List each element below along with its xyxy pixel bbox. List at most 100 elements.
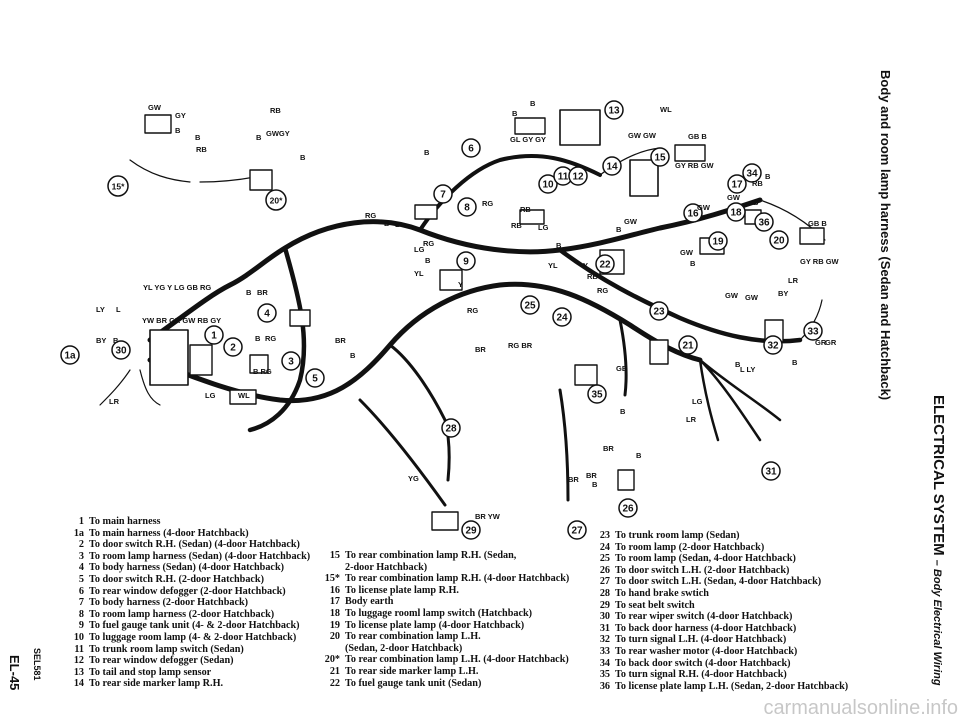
legend-item-text: To door switch L.H. (Sedan, 4-door Hatch… [615,576,822,588]
callout-number: 22 [599,260,611,271]
wire-color-label: GB [616,364,628,373]
legend-item-text: To license plate lamp L.H. (Sedan, 2-doo… [615,680,849,692]
callout-20-star: 20* [265,189,287,211]
callout-number: 2 [230,343,236,354]
legend-item-number: 3 [78,550,84,562]
wire-color-label: RG BR [508,341,533,350]
wire-color-label: B [735,360,741,369]
legend-item-text: To license plate lamp R.H. [345,584,459,596]
wire-color-label: GW GW [628,131,657,140]
callout-number: 6 [468,144,474,155]
callout-circle [461,138,481,158]
callout-13: 13 [604,100,624,120]
callout-number: 5 [312,374,318,385]
legend-item: 14 To rear side marker lamp R.H. [62,678,310,690]
wire-color-label: RG [423,239,434,248]
callout-circle [457,197,477,217]
callout-19: 19 [708,231,728,251]
callout-29: 29 [461,520,481,540]
legend-item-text: To trunk room lamp (Sedan) [615,530,740,541]
lower-harness-loop [147,281,703,404]
wire-color-label: BY [96,336,106,345]
wire-color-label: YL [414,269,424,278]
wire-color-label: RG [265,334,276,343]
wire-color-label: GW [624,217,638,226]
wire-color-label: B [256,133,262,142]
wire-color-label: B [350,351,356,360]
wire-color-label: B [636,451,642,460]
legend-item-number: 1a [73,527,84,539]
legend-item-number: 14 [73,678,84,690]
legend-item-text: Body earth [345,596,394,608]
callout-circle [552,307,572,327]
wire-color-label: RB [511,221,522,230]
wire-color-label: B [512,109,518,118]
wire-color-label: LG [205,391,216,400]
wire-color-label: B [255,334,261,343]
legend-item-number: 26 [599,564,610,576]
legend-item-number: 2 [78,539,84,551]
callout-circle [604,100,624,120]
legend-item-number: 6 [78,585,84,597]
wire-color-label: RB [587,272,598,281]
wire-color-label: BR [568,475,579,484]
callout-circle [803,321,823,341]
wire-color-label: GY RB GW [675,161,715,170]
wire-color-label: B [300,153,306,162]
callout-9: 9 [456,251,476,271]
legend-item-number: 34 [599,657,610,669]
wire-color-label: GB B [808,219,827,228]
legend-item-number: 4 [78,562,84,574]
wire-color-label: RG [597,286,608,295]
wire-color-label: B [424,148,430,157]
callout-number: 32 [767,341,779,352]
legend-item-number: 11 [74,643,84,655]
callout-circle [520,295,540,315]
legend-item-number: 1 [78,516,84,527]
legend-item-number: 29 [599,599,610,611]
legend-item-number: 18 [329,607,340,619]
callout-15-star: 15* [107,175,129,197]
callout-26: 26 [618,498,638,518]
legend-item-text: To rear wiper switch (4-door Hatchback) [615,611,793,623]
callout-number: 21 [682,341,694,352]
legend-item-text: To rear side marker lamp R.H. [89,678,224,690]
section-title: ELECTRICAL SYSTEM – Body Electrical Wiri… [930,395,947,686]
callout-5: 5 [305,368,325,388]
watermark: carmanualsonline.info [763,697,958,719]
callout-circle [281,351,301,371]
legend-item-text: To hand brake swtich [615,587,709,599]
legend-item-text: To luggage rooml lamp switch (Hatchback) [345,607,533,619]
callout-number: 15* [112,182,125,192]
wire-color-label: GW [727,193,741,202]
callout-number: 23 [653,307,665,318]
callout-circle [461,520,481,540]
callout-circle [649,301,669,321]
wire-color-label: GY [175,111,186,120]
wire-color-label: GL GY GY [510,135,546,144]
callout-number: 15 [654,153,666,164]
callout-number: 26 [622,504,634,515]
callout-6: 6 [461,138,481,158]
legend-item-text: To rear combination lamp L.H. [345,631,481,643]
legend-item-text: To fuel gauge tank unit (Sedan) [345,677,482,689]
legend-item-number: 7 [78,597,84,609]
wire-color-label: LY [96,305,105,314]
callout-circle [618,498,638,518]
wire-color-label: GWGY [266,129,290,138]
wire-color-label: RG [482,199,493,208]
legend-item-text: To rear combination lamp R.H. (4-door Ha… [345,573,570,585]
rear-harness-branch [557,247,803,344]
wire-color-label: B [246,288,252,297]
callout-circle [678,335,698,355]
